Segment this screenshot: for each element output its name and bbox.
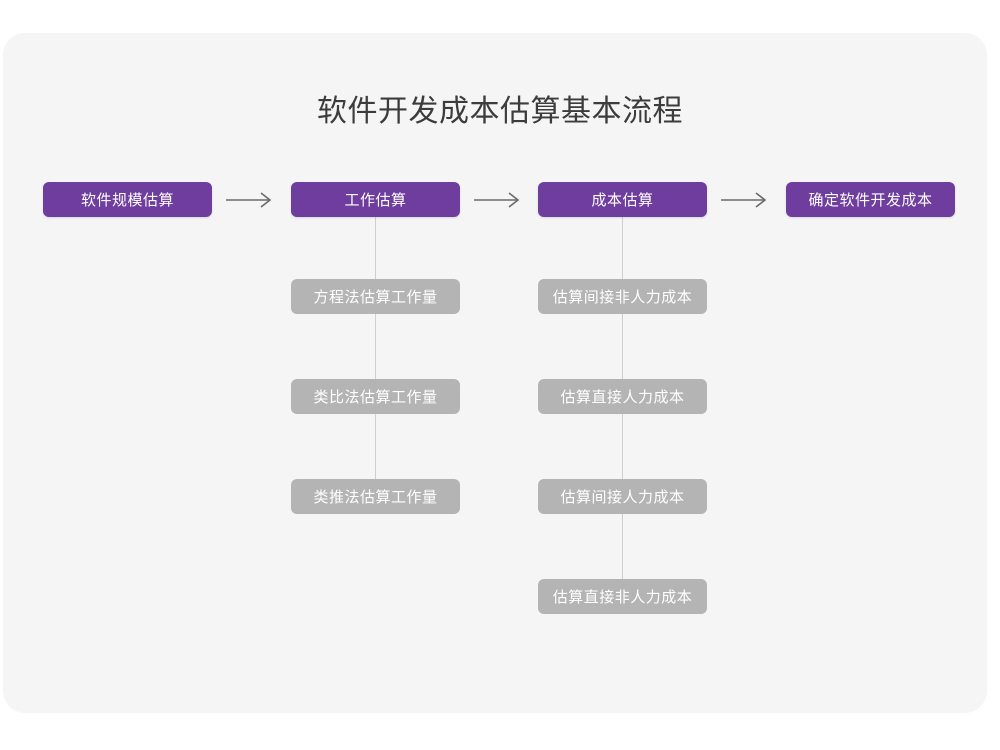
connector-line-stage2-2 bbox=[374, 314, 376, 379]
flow-arrow-2 bbox=[469, 185, 529, 215]
sub-step-analogy-method-effort[interactable]: 类比法估算工作量 bbox=[291, 379, 460, 414]
flow-arrow-1 bbox=[221, 185, 281, 215]
connector-line-stage2-1 bbox=[374, 217, 376, 279]
stage-node-work-estimation[interactable]: 工作估算 bbox=[291, 182, 460, 217]
sub-step-indirect-labor-cost[interactable]: 估算间接人力成本 bbox=[538, 479, 707, 514]
sub-step-indirect-non-labor-cost[interactable]: 估算间接非人力成本 bbox=[538, 279, 707, 314]
sub-step-inference-method-effort[interactable]: 类推法估算工作量 bbox=[291, 479, 460, 514]
sub-step-direct-labor-cost[interactable]: 估算直接人力成本 bbox=[538, 379, 707, 414]
connector-line-stage3-1 bbox=[621, 217, 623, 279]
connector-line-stage2-3 bbox=[374, 414, 376, 479]
stage-node-software-scale-estimation[interactable]: 软件规模估算 bbox=[43, 182, 212, 217]
connector-line-stage3-4 bbox=[621, 514, 623, 579]
connector-line-stage3-3 bbox=[621, 414, 623, 479]
sub-step-equation-method-effort[interactable]: 方程法估算工作量 bbox=[291, 279, 460, 314]
stage-node-cost-estimation[interactable]: 成本估算 bbox=[538, 182, 707, 217]
diagram-card bbox=[3, 33, 987, 713]
page-title: 软件开发成本估算基本流程 bbox=[317, 95, 683, 128]
sub-step-direct-non-labor-cost[interactable]: 估算直接非人力成本 bbox=[538, 579, 707, 614]
connector-line-stage3-2 bbox=[621, 314, 623, 379]
flow-arrow-3 bbox=[716, 185, 776, 215]
stage-node-determine-development-cost[interactable]: 确定软件开发成本 bbox=[786, 182, 955, 217]
